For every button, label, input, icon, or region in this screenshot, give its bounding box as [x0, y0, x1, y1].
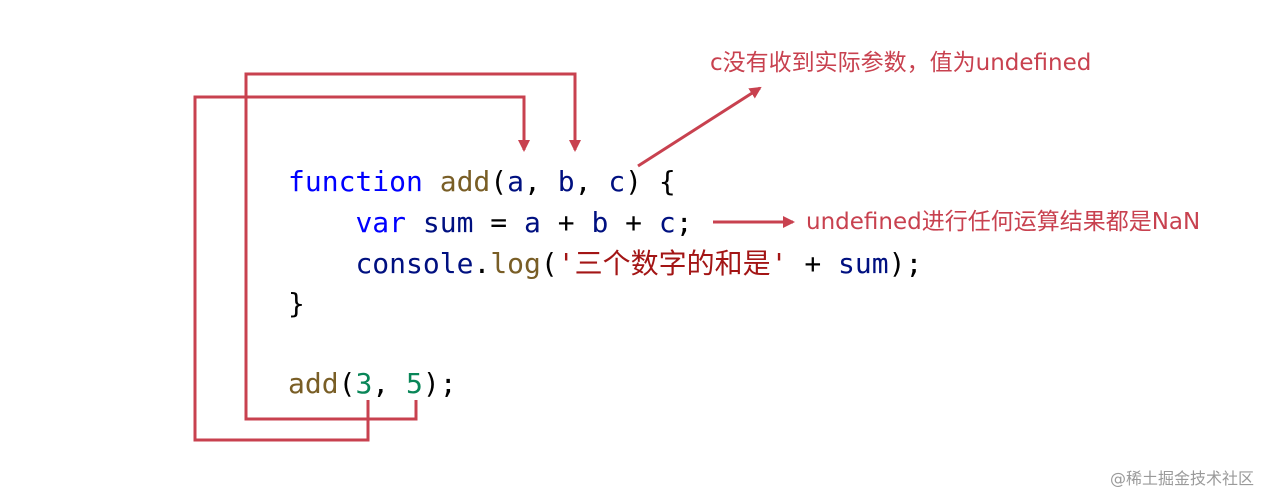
- ref-sum: sum: [838, 247, 889, 280]
- code-line-function-decl: function add(a, b, c) {: [288, 168, 676, 196]
- paren-open: (: [540, 247, 558, 280]
- arg-3: 3: [355, 367, 373, 400]
- string-literal: '三个数字的和是': [557, 247, 788, 280]
- comma: ,: [372, 367, 407, 400]
- code-line-call-add: add(3, 5);: [288, 370, 457, 398]
- keyword-var: var: [355, 206, 407, 239]
- annotation-c-undefined: c没有收到实际参数，值为undefined: [710, 50, 1092, 76]
- indent: [288, 247, 355, 280]
- paren-open: (: [338, 367, 356, 400]
- var-sum: sum: [422, 206, 474, 239]
- param-b: b: [557, 165, 575, 198]
- param-a: a: [507, 165, 525, 198]
- paren-close-brace: ) {: [625, 165, 676, 198]
- console-object: console: [355, 247, 474, 280]
- brace-close: }: [288, 287, 305, 320]
- comma: ,: [524, 165, 558, 198]
- arg-5: 5: [406, 367, 423, 400]
- indent: [288, 206, 355, 239]
- paren-open: (: [490, 165, 508, 198]
- watermark: @稀土掘金技术社区: [1109, 469, 1254, 488]
- semicolon: ;: [675, 206, 693, 239]
- call-add: add: [288, 367, 339, 400]
- arrow-param-c-to-note: [637, 86, 762, 168]
- code-line-var-sum: var sum = a + b + c;: [288, 206, 693, 239]
- space: [406, 206, 423, 239]
- paren-close-semicolon: );: [888, 247, 923, 280]
- operator-plus: +: [787, 247, 839, 280]
- ref-c: c: [658, 206, 676, 239]
- method-log: log: [490, 247, 541, 280]
- annotation-nan: undefined进行任何运算结果都是NaN: [806, 209, 1201, 235]
- dot: .: [473, 247, 491, 280]
- function-name-add: add: [439, 165, 491, 198]
- operator-plus: +: [608, 206, 659, 239]
- code-line-close-brace: }: [288, 290, 305, 318]
- operator-assign: =: [473, 206, 525, 239]
- comma: ,: [574, 165, 609, 198]
- arrow-arg3-to-param-a: [193, 95, 530, 442]
- paren-close-semicolon: );: [422, 367, 457, 400]
- operator-plus: +: [540, 206, 592, 239]
- ref-a: a: [524, 206, 541, 239]
- ref-b: b: [591, 206, 609, 239]
- param-c: c: [608, 165, 626, 198]
- keyword-function: function: [288, 165, 423, 198]
- code-line-console-log: console.log('三个数字的和是' + sum);: [288, 250, 922, 278]
- arrow-arg5-to-param-b: [244, 72, 581, 421]
